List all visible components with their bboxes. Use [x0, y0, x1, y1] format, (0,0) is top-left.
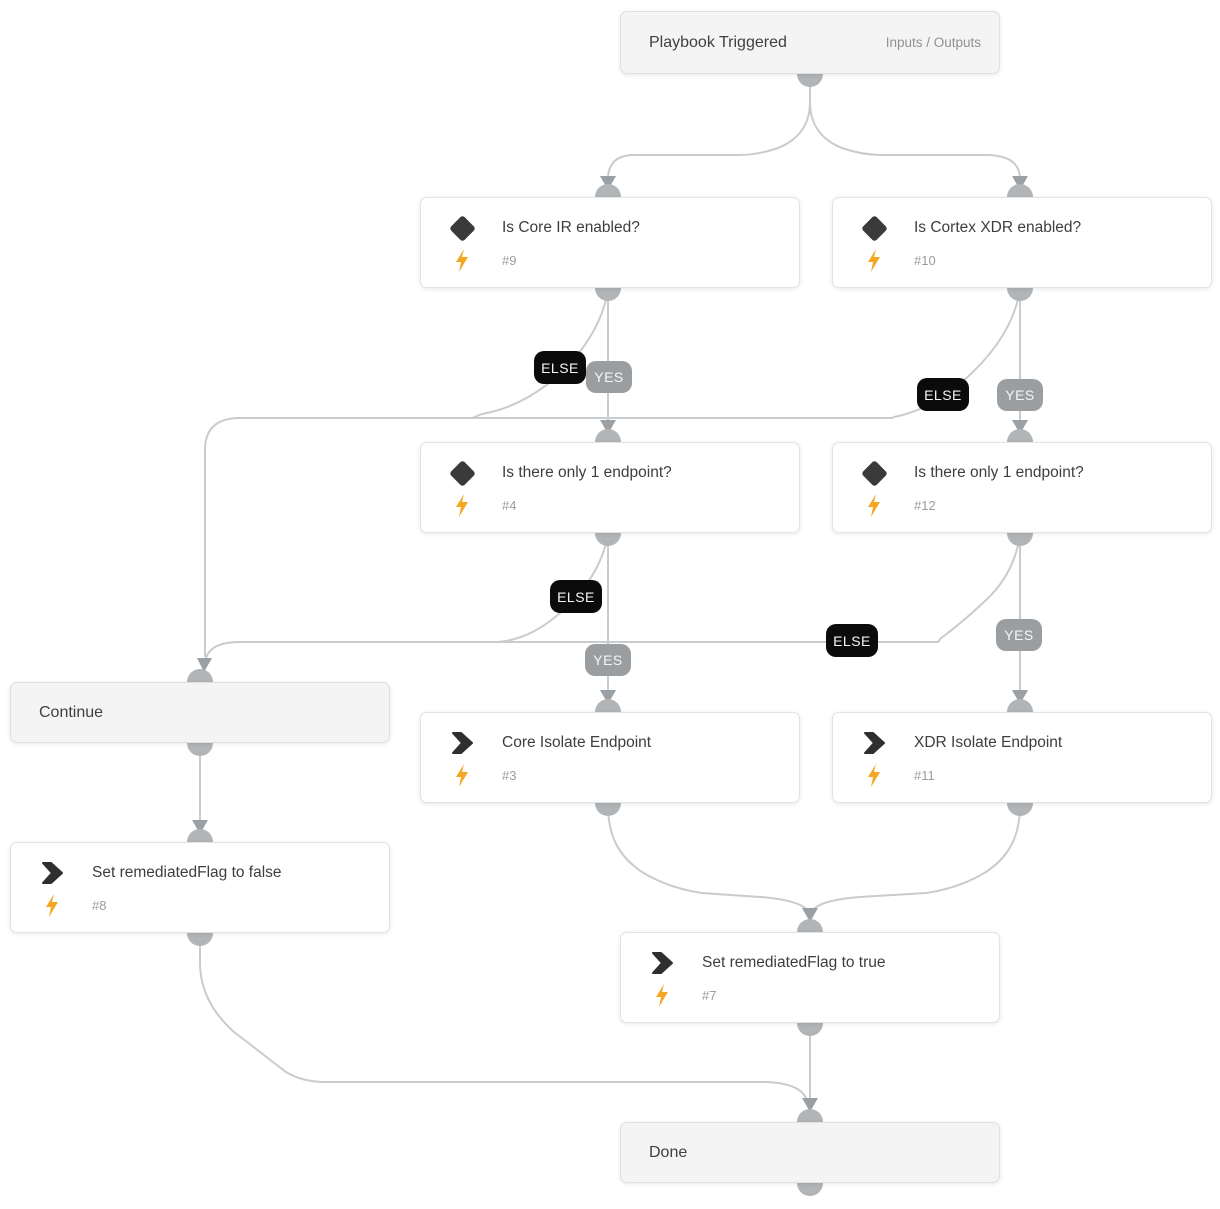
node-set-remediatedflag-true[interactable]: Set remediatedFlag to true #7: [620, 932, 1000, 1023]
edge-setfalse-to-done: [199, 934, 808, 1101]
edge-label-yes-endpoint-xdr: YES: [996, 619, 1042, 651]
node-title: Set remediatedFlag to true: [702, 954, 886, 971]
task-number: #4: [502, 497, 517, 513]
diamond-icon: [851, 214, 897, 242]
node-title: Is there only 1 endpoint?: [502, 464, 672, 481]
lightning-bolt-icon: [851, 493, 897, 517]
arrowheads: [192, 176, 1028, 1112]
lightning-bolt-icon: [851, 763, 897, 787]
node-title: Set remediatedFlag to false: [92, 864, 282, 881]
inputs-outputs-link[interactable]: Inputs / Outputs: [885, 35, 981, 50]
task-number: #11: [914, 767, 935, 783]
node-title: Core Isolate Endpoint: [502, 734, 652, 751]
lightning-bolt-icon: [439, 248, 485, 272]
edge-label-else-core-ir: ELSE: [534, 351, 586, 384]
task-number: #8: [92, 897, 107, 913]
node-xdr-isolate-endpoint[interactable]: XDR Isolate Endpoint #11: [832, 712, 1212, 803]
edges: [199, 75, 1021, 1103]
chevron-right-icon: [29, 862, 75, 884]
edge-endpoint-xdr-else: [937, 534, 1021, 643]
task-number: #12: [914, 497, 936, 513]
task-number: #3: [502, 767, 517, 783]
chevron-right-icon: [439, 732, 485, 754]
node-is-only-one-endpoint-core[interactable]: Is there only 1 endpoint? #4: [420, 442, 800, 533]
edge-else-trunk-lower: [205, 641, 939, 659]
node-title: Done: [649, 1143, 688, 1161]
edge-label-yes-core-ir: YES: [586, 361, 632, 393]
node-continue[interactable]: Continue: [10, 682, 390, 743]
node-playbook-triggered[interactable]: Playbook Triggered Inputs / Outputs: [620, 11, 1000, 74]
diamond-icon: [439, 459, 485, 487]
edge-else-trunk-upper: [204, 417, 893, 657]
edge-core-isolate-to-settrue: [607, 804, 809, 912]
lightning-bolt-icon: [439, 493, 485, 517]
node-title: Is Cortex XDR enabled?: [914, 219, 1082, 236]
node-done[interactable]: Done: [620, 1122, 1000, 1183]
node-is-core-ir-enabled[interactable]: Is Core IR enabled? #9: [420, 197, 800, 288]
node-is-cortex-xdr-enabled[interactable]: Is Cortex XDR enabled? #10: [832, 197, 1212, 288]
diamond-icon: [851, 459, 897, 487]
node-title: XDR Isolate Endpoint: [914, 734, 1063, 751]
lightning-bolt-icon: [29, 893, 75, 917]
edge-label-else-endpoint-core: ELSE: [550, 580, 602, 613]
diamond-icon: [439, 214, 485, 242]
edge-label-else-endpoint-xdr: ELSE: [826, 624, 878, 657]
chevron-right-icon: [639, 952, 685, 974]
chevron-right-icon: [851, 732, 897, 754]
node-title: Continue: [39, 703, 104, 721]
edge-label-else-xdr: ELSE: [917, 378, 969, 411]
lightning-bolt-icon: [851, 248, 897, 272]
node-is-only-one-endpoint-xdr[interactable]: Is there only 1 endpoint? #12: [832, 442, 1212, 533]
task-number: #10: [914, 252, 936, 268]
node-set-remediatedflag-false[interactable]: Set remediatedFlag to false #8: [10, 842, 390, 933]
edge-xdr-isolate-to-settrue: [811, 804, 1021, 912]
node-title: Is Core IR enabled?: [502, 219, 640, 236]
edge-label-yes-xdr: YES: [997, 379, 1043, 411]
node-core-isolate-endpoint[interactable]: Core Isolate Endpoint #3: [420, 712, 800, 803]
task-number: #7: [702, 987, 717, 1003]
lightning-bolt-icon: [639, 983, 685, 1007]
edge-trigger-to-core-ir: [607, 75, 811, 181]
task-number: #9: [502, 252, 517, 268]
edge-trigger-to-xdr: [809, 75, 1021, 181]
edge-label-yes-endpoint-core: YES: [585, 644, 631, 676]
lightning-bolt-icon: [439, 763, 485, 787]
node-title: Is there only 1 endpoint?: [914, 464, 1084, 481]
node-title: Playbook Triggered: [649, 33, 787, 51]
